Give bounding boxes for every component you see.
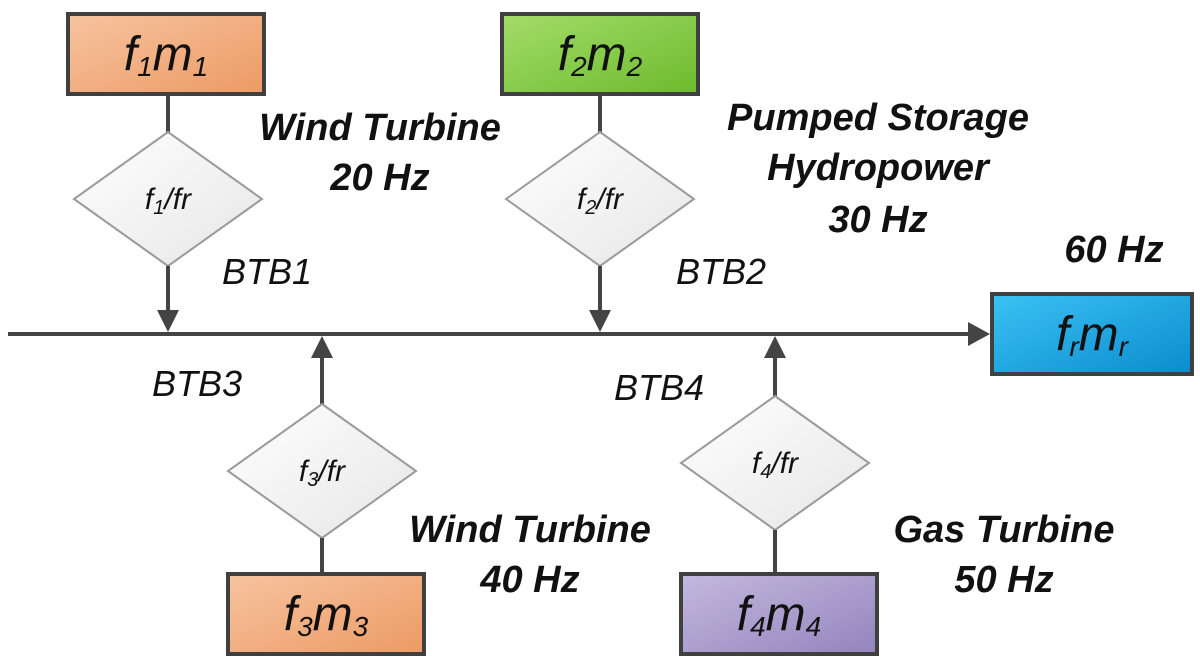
reference-box-text: frmr (1056, 308, 1130, 362)
source-4-label-line-2: 50 Hz (954, 559, 1053, 601)
reference-box (990, 292, 1194, 376)
source-2-label-line-2: Hydropower (767, 147, 991, 189)
source-2-label-line-1: Pumped Storage (727, 97, 1029, 139)
source-2-arrowhead (589, 310, 611, 332)
source-3-label-line-1: Wind Turbine (409, 509, 651, 551)
source-1-arrowhead (157, 310, 179, 332)
source-4: f4/fr f4m4 BTB4 Gas Turbine 50 Hz (614, 336, 1115, 656)
source-2-box (500, 12, 700, 96)
source-1-label-line-1: Wind Turbine (259, 107, 501, 149)
source-4-label-line-1: Gas Turbine (893, 509, 1114, 551)
source-2-label-line-3: 30 Hz (828, 199, 927, 241)
btb3-label: BTB3 (152, 363, 242, 404)
source-1-label-line-2: 20 Hz (329, 157, 429, 199)
btb2-label: BTB2 (676, 251, 766, 292)
main-bus-frequency-label: 60 Hz (1064, 229, 1163, 271)
btb4-label: BTB4 (614, 367, 704, 408)
btb1-label: BTB1 (222, 251, 312, 292)
source-2-ratio: f2/fr (577, 183, 624, 219)
source-1: f1m1 f1/fr BTB1 Wind Turbine 20 Hz (66, 12, 501, 332)
source-2: f2m2 f2/fr BTB2 Pumped Storage Hydropowe… (500, 12, 1029, 332)
main-bus-arrowhead (968, 322, 990, 346)
source-4-box (679, 572, 879, 656)
source-3-ratio: f3/fr (299, 455, 346, 491)
source-3-arrowhead (311, 336, 333, 358)
source-3: f3/fr f3m3 BTB3 Wind Turbine 40 Hz (152, 336, 651, 656)
source-3-label-line-2: 40 Hz (479, 559, 579, 601)
source-4-arrowhead (764, 336, 786, 358)
source-1-ratio: f1/fr (145, 183, 192, 219)
source-3-box (226, 572, 426, 656)
source-4-ratio: f4/fr (752, 447, 799, 483)
reference-node: frmr (990, 292, 1194, 376)
